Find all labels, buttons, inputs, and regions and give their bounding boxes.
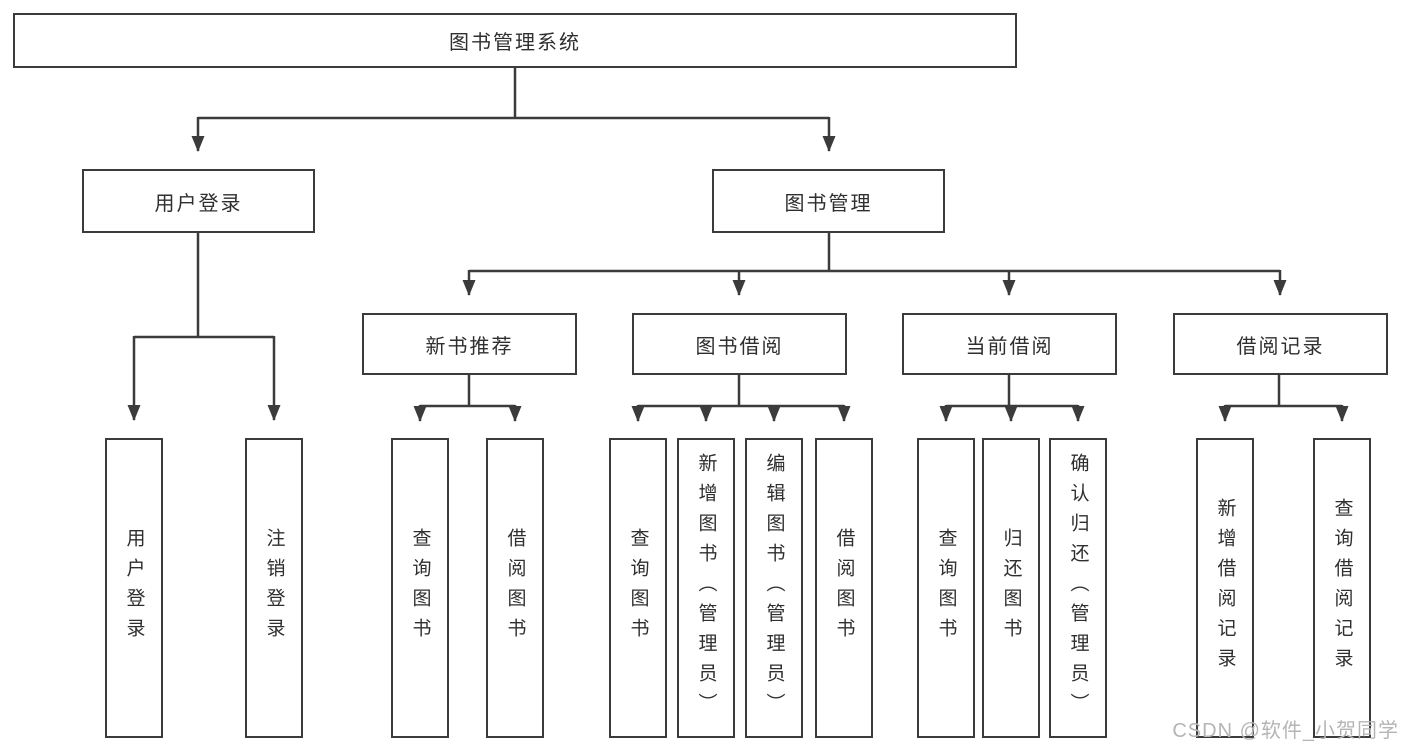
node-label: 新增图书（管理员）	[695, 453, 717, 723]
leaf-query-books-recommend: 查询图书	[391, 438, 449, 738]
node-label: 借阅记录	[1236, 335, 1325, 358]
node-label: 新增借阅记录	[1214, 498, 1236, 678]
leaf-add-borrow-record: 新增借阅记录	[1196, 438, 1254, 738]
node-label: 借阅图书	[833, 528, 855, 648]
node-label: 借阅图书	[504, 528, 526, 648]
leaf-user-login: 用户登录	[105, 438, 163, 738]
node-book-borrow: 图书借阅	[632, 313, 847, 375]
leaf-logout: 注销登录	[245, 438, 303, 738]
node-label: 查询借阅记录	[1331, 498, 1353, 678]
node-label: 新书推荐	[425, 335, 514, 358]
node-current-borrow: 当前借阅	[902, 313, 1117, 375]
leaf-return-books: 归还图书	[982, 438, 1040, 738]
node-label: 图书管理	[784, 192, 873, 215]
leaf-confirm-return-admin: 确认归还（管理员）	[1049, 438, 1107, 738]
node-label: 用户登录	[154, 192, 243, 215]
leaf-query-borrow-record: 查询借阅记录	[1313, 438, 1371, 738]
node-book-management: 图书管理	[712, 169, 945, 233]
leaf-borrow-books: 借阅图书	[815, 438, 873, 738]
node-label: 归还图书	[1000, 528, 1022, 648]
node-label: 用户登录	[123, 528, 145, 648]
csdn-watermark: CSDN @软件_小贺同学	[1172, 720, 1399, 742]
node-borrow-records: 借阅记录	[1173, 313, 1388, 375]
node-label: 注销登录	[263, 528, 285, 648]
leaf-borrow-books-recommend: 借阅图书	[486, 438, 544, 738]
node-label: 查询图书	[627, 528, 649, 648]
leaf-add-books-admin: 新增图书（管理员）	[677, 438, 735, 738]
node-label: 图书管理系统	[449, 32, 581, 54]
node-user-login: 用户登录	[82, 169, 315, 233]
node-label: 查询图书	[935, 528, 957, 648]
leaf-query-books-current: 查询图书	[917, 438, 975, 738]
node-new-book-recommend: 新书推荐	[362, 313, 577, 375]
node-label: 图书借阅	[695, 335, 784, 358]
leaf-edit-books-admin: 编辑图书（管理员）	[745, 438, 803, 738]
leaf-query-books-borrow: 查询图书	[609, 438, 667, 738]
node-label: 编辑图书（管理员）	[763, 453, 785, 723]
node-label: 查询图书	[409, 528, 431, 648]
node-root: 图书管理系统	[13, 13, 1017, 68]
node-label: 确认归还（管理员）	[1067, 453, 1089, 723]
node-label: 当前借阅	[965, 335, 1054, 358]
